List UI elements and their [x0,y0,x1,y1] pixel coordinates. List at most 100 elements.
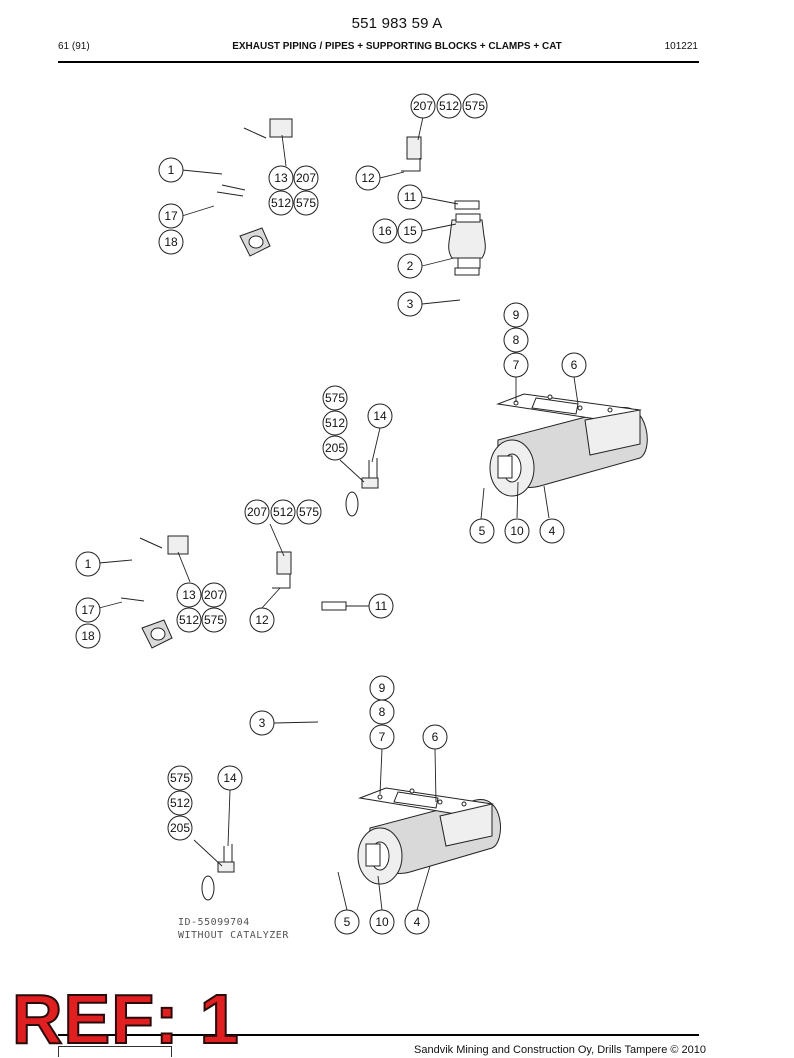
callout: 18 [158,229,184,255]
svg-text:207: 207 [247,505,267,519]
callout: 17 [158,203,184,229]
callout: 10 [504,518,530,544]
callout: 575 [201,607,227,633]
svg-text:575: 575 [325,391,345,405]
svg-text:575: 575 [170,771,190,785]
callout: 512 [322,410,348,436]
svg-text:2: 2 [407,259,414,273]
callout: 207 [201,582,227,608]
callout: 17 [75,597,101,623]
clamp-11 [454,200,480,210]
callout: 13 [268,165,294,191]
svg-text:13: 13 [182,588,196,602]
svg-text:512: 512 [439,99,459,113]
svg-text:14: 14 [223,771,237,785]
upper-assembly [216,92,648,517]
svg-text:4: 4 [549,524,556,538]
svg-text:205: 205 [325,441,345,455]
svg-text:12: 12 [361,171,375,185]
svg-text:17: 17 [164,209,178,223]
callout: 512 [436,93,462,119]
svg-text:11: 11 [375,599,388,613]
callout: 7 [503,352,529,378]
date-code: 101221 [664,41,698,52]
callout: 13 [176,582,202,608]
callout: 12 [249,607,275,633]
svg-text:3: 3 [407,297,414,311]
bracket-12 [406,136,422,160]
svg-text:207: 207 [204,588,224,602]
svg-text:16: 16 [378,224,392,238]
svg-text:1: 1 [85,557,92,571]
callout: 575 [462,93,488,119]
callout: 10 [369,909,395,935]
hanger-14 [217,844,235,873]
bracket-12 [276,551,292,575]
svg-text:6: 6 [432,730,439,744]
svg-text:512: 512 [179,613,199,627]
svg-text:13: 13 [274,171,288,185]
svg-text:18: 18 [164,235,178,249]
svg-text:575: 575 [296,196,316,210]
svg-text:512: 512 [273,505,293,519]
callout: 1 [75,551,101,577]
svg-text:512: 512 [325,416,345,430]
svg-text:6: 6 [571,358,578,372]
svg-text:10: 10 [375,915,389,929]
svg-text:512: 512 [170,796,190,810]
callout: 512 [167,790,193,816]
callout: 207 [293,165,319,191]
copyright-text: Sandvik Mining and Construction Oy, Dril… [414,1044,706,1056]
inlet-flange [141,619,173,649]
bracket-13 [269,118,293,138]
callout: 15 [397,218,423,244]
callout: 12 [355,165,381,191]
bracket-13 [167,535,189,555]
clamp-11 [321,601,347,611]
svg-text:14: 14 [373,409,387,423]
svg-text:9: 9 [379,681,386,695]
svg-text:12: 12 [255,613,269,627]
callout: 9 [503,302,529,328]
page-number: 61 (91) [58,41,90,52]
svg-text:207: 207 [296,171,316,185]
svg-text:5: 5 [479,524,486,538]
callout: 3 [249,710,275,736]
callout: 575 [322,385,348,411]
document-title: EXHAUST PIPING / PIPES + SUPPORTING BLOC… [232,41,562,52]
callout: 4 [539,518,565,544]
variant-note: WITHOUT CATALYZER [178,930,289,941]
callout: 14 [217,765,243,791]
callout: 11 [368,593,394,619]
svg-text:575: 575 [299,505,319,519]
svg-text:10: 10 [510,524,524,538]
svg-text:9: 9 [513,308,520,322]
callout: 14 [367,403,393,429]
leader-lines [98,116,579,911]
company-logo [58,1046,172,1057]
svg-text:575: 575 [204,613,224,627]
svg-text:15: 15 [403,224,417,238]
catalyzer-15 [448,213,486,276]
callout: 205 [167,815,193,841]
callout: 8 [503,327,529,353]
svg-text:575: 575 [465,99,485,113]
callout: 205 [322,435,348,461]
callout: 8 [369,699,395,725]
hanger-14 [361,458,379,489]
callout: 11 [397,184,423,210]
callout: 5 [334,909,360,935]
callout: 512 [270,499,296,525]
callout: 18 [75,623,101,649]
callout: 7 [369,724,395,750]
footer-rule [58,1034,699,1036]
drawing-id: ID-55099704 [178,917,250,928]
svg-text:5: 5 [344,915,351,929]
callout: 5 [469,518,495,544]
callouts-upper: 207 512 575 1 13 207 12 512 575 11 17 16… [158,93,587,544]
svg-text:205: 205 [170,821,190,835]
callout: 575 [293,190,319,216]
svg-text:7: 7 [379,730,386,744]
callout: 207 [244,499,270,525]
